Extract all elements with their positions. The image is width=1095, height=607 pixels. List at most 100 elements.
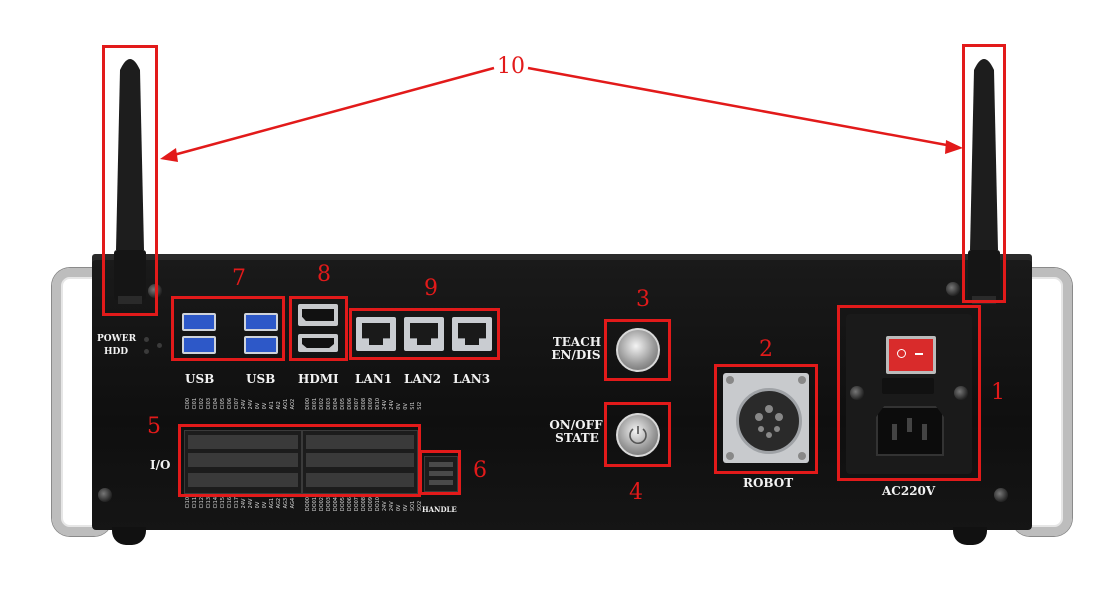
robot-connector-pins <box>755 405 783 438</box>
left-antenna <box>114 59 146 304</box>
pin-label: SO1 <box>410 500 416 512</box>
callout-box-6-handle <box>419 450 461 495</box>
callout-number-2: 2 <box>759 337 773 362</box>
pin-label: DI05 <box>340 398 346 410</box>
callout-box-3-teach <box>604 319 671 381</box>
callout-box-7-usb <box>171 296 285 361</box>
pin-label: DI07 <box>354 398 360 410</box>
io-terminal-block-right[interactable] <box>302 430 418 494</box>
robot-connector[interactable] <box>723 373 809 463</box>
pin-label: 24V <box>382 399 388 410</box>
pin-label: 0V <box>396 504 402 512</box>
callout-box-2-robot <box>714 364 818 474</box>
pin-label: CI02 <box>199 398 205 410</box>
pin-label: CI00 <box>185 398 191 410</box>
callout-10-arrows <box>160 66 963 162</box>
callout-number-5: 5 <box>147 414 161 439</box>
usb-label-1: USB <box>185 372 215 386</box>
power-rocker-switch[interactable] <box>886 336 936 374</box>
io-pin-labels-bottom-left: CI10 CI11 CI12 CI13 CI14 CI15 CI16 CI17 … <box>185 497 296 509</box>
lan-port-3[interactable] <box>452 317 492 351</box>
hdmi-label: HDMI <box>298 372 339 386</box>
pin-label: 0V <box>255 501 261 509</box>
usb-label-2: USB <box>246 372 276 386</box>
pin-label: DI04 <box>333 398 339 410</box>
pin-label: DO02 <box>319 497 325 512</box>
pin-label: AG2 <box>276 497 282 509</box>
pin-label: AI2 <box>276 401 282 410</box>
pin-label: DO08 <box>361 497 367 512</box>
pin-label: CI01 <box>192 398 198 410</box>
pin-label: AO2 <box>290 398 296 410</box>
screw-bottom-left <box>98 488 112 502</box>
hdd-led-label: HDD <box>104 347 129 357</box>
pin-label: CI04 <box>213 398 219 410</box>
pin-label: CI15 <box>220 497 226 509</box>
pin-label: 0V <box>403 403 409 410</box>
onoff-label: ON/OFF <box>549 418 603 432</box>
callout-box-10-left-antenna <box>102 45 158 316</box>
pin-label: DI00 <box>305 398 311 410</box>
pin-label: CI05 <box>220 398 226 410</box>
pin-label: 24V <box>248 399 254 410</box>
handle-port[interactable] <box>424 456 458 492</box>
pin-label: DO03 <box>326 497 332 512</box>
pin-label: AG3 <box>283 497 289 509</box>
teach-enable-button[interactable] <box>616 328 660 372</box>
pin-label: DI02 <box>319 398 325 410</box>
pin-label: AG1 <box>269 497 275 509</box>
callout-number-7: 7 <box>232 266 246 291</box>
usb-port-2[interactable] <box>182 336 216 354</box>
fuse-holder[interactable] <box>882 378 934 394</box>
callout-box-1-power-inlet <box>837 305 981 481</box>
ac-module-screw-left <box>850 386 864 400</box>
handle-label: HANDLE <box>422 505 457 514</box>
pin-label: SI2 <box>417 401 423 410</box>
pin-label: 0V <box>262 501 268 509</box>
handle-port-pins <box>429 462 453 485</box>
pin-label: CI10 <box>185 497 191 509</box>
io-terminal-left-pins <box>188 435 298 487</box>
pin-label: CI14 <box>213 497 219 509</box>
state-label: STATE <box>555 431 599 445</box>
displayport-port[interactable] <box>298 304 338 326</box>
callout-number-10: 10 <box>497 54 525 79</box>
pin-label: 0V <box>262 402 268 410</box>
pin-label: DO09 <box>368 497 374 512</box>
robot-label: ROBOT <box>743 476 794 490</box>
hdmi-port[interactable] <box>298 334 338 352</box>
pin-label: SI1 <box>410 401 416 410</box>
screw-top-right <box>946 282 960 296</box>
pin-label: DO00 <box>305 497 311 512</box>
callout-box-8-hdmi <box>289 296 348 361</box>
power-icon <box>629 426 647 444</box>
io-terminal-right-pins <box>306 435 414 487</box>
lan-port-1[interactable] <box>356 317 396 351</box>
pin-label: DO06 <box>347 497 353 512</box>
io-terminal-block-left[interactable] <box>184 430 302 494</box>
pin-label: CI03 <box>206 398 212 410</box>
reset-pinhole <box>157 343 162 348</box>
io-pin-labels-top-right: DI00 DI01 DI02 DI03 DI04 DI05 DI06 DI07 … <box>305 398 423 410</box>
iec-power-inlet[interactable] <box>876 406 944 456</box>
power-on-off-button[interactable] <box>616 413 660 457</box>
pin-label: 0V <box>403 504 409 512</box>
pin-label: AO1 <box>283 398 289 410</box>
lan-port-2[interactable] <box>404 317 444 351</box>
callout-number-4: 4 <box>629 480 643 505</box>
pin-label: DI09 <box>368 398 374 410</box>
lan1-label: LAN1 <box>355 372 393 386</box>
usb-port-3[interactable] <box>244 313 278 331</box>
pin-label: CI16 <box>227 497 233 509</box>
pin-label: 0V <box>396 403 402 410</box>
pin-label: DI01 <box>312 398 318 410</box>
pin-label: AI1 <box>269 401 275 410</box>
pin-label: 0V <box>255 402 261 410</box>
usb-port-1[interactable] <box>182 313 216 331</box>
usb-port-4[interactable] <box>244 336 278 354</box>
callout-number-8: 8 <box>317 262 331 287</box>
pin-label: CI06 <box>227 398 233 410</box>
pin-label: DI10 <box>375 398 381 410</box>
pin-label: DO07 <box>354 497 360 512</box>
